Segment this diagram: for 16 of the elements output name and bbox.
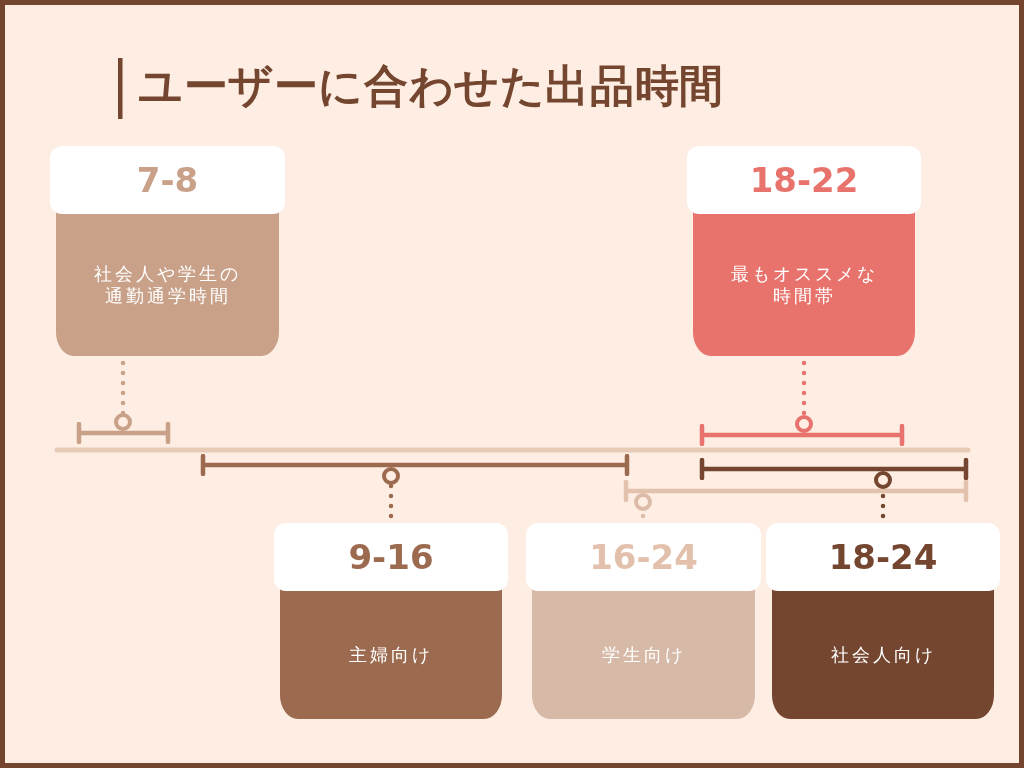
card-description: 主婦向け [349,644,433,666]
card-description: 社会人向け [830,644,936,666]
time-range-bar [699,424,905,446]
time-range-header: 16-24 [526,523,761,591]
time-range-bar [76,422,171,444]
time-range-header: 7-8 [50,146,285,214]
time-range-header: 18-24 [766,523,1000,591]
time-range-header: 9-16 [274,523,508,591]
time-range-header: 18-22 [687,146,921,214]
time-range-bar [200,454,630,476]
card-description: 最もオススメな時間帯 [729,263,879,307]
card-description: 社会人や学生の通勤通学時間 [93,263,242,307]
time-range-bar [623,480,969,502]
time-range-bar [699,458,969,480]
card-description: 学生向け [601,644,686,666]
title: ユーザーに合わせた出品時間 [138,62,724,110]
